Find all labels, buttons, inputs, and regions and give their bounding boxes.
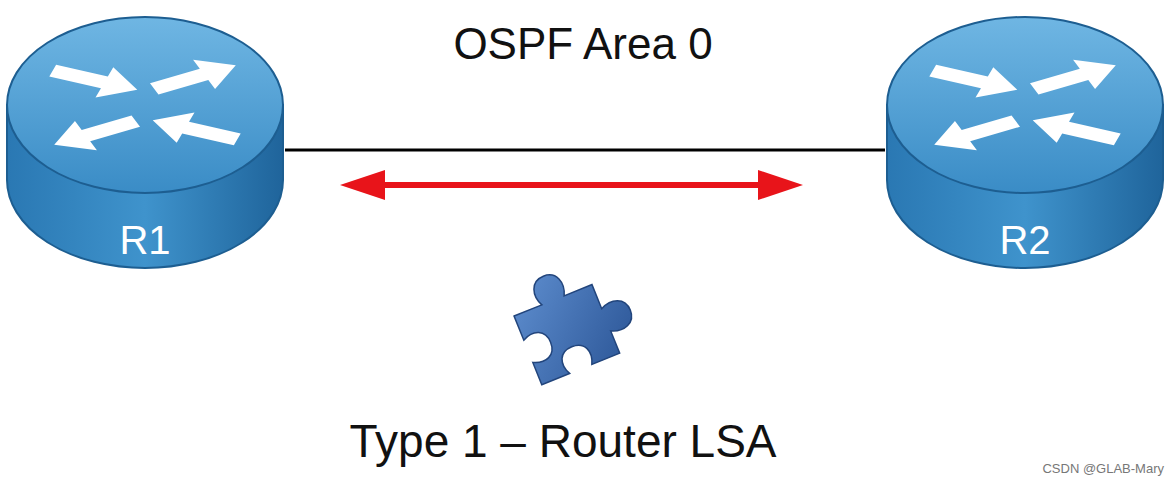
router-node: R1 — [5, 15, 285, 270]
puzzle-piece — [504, 251, 643, 385]
link-line — [285, 150, 885, 151]
router-node: R2 — [885, 15, 1165, 270]
lsa-caption: Type 1 – Router LSA — [349, 418, 776, 464]
lsa-flow-arrow — [340, 170, 803, 200]
watermark: CSDN @GLAB-Mary — [1042, 462, 1164, 475]
area-title: OSPF Area 0 — [453, 22, 712, 66]
router-name: R1 — [5, 220, 285, 260]
router-name: R2 — [885, 220, 1165, 260]
